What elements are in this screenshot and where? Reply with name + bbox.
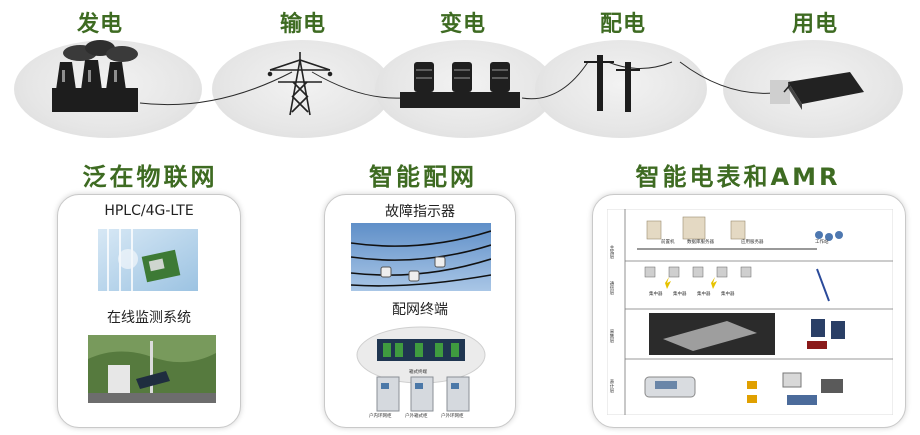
grid-card: 故障指示器 配网终端: [324, 194, 516, 428]
amr-server-label-3: 应用服务器: [741, 240, 764, 245]
grid-section-title: 智能配网: [369, 163, 477, 191]
distribution-terminal-caption: 配网终端: [392, 302, 448, 318]
amr-server-label-2: 数据库服务器: [687, 240, 714, 245]
transmission-tower-icon: [267, 52, 333, 116]
amr-collector-label-2: 集中器: [673, 292, 687, 297]
power-plant-icon: [52, 40, 138, 112]
amr-card: 主站层 通信层 采集层 表计层 前置机 数据库服务器 应用服务器 工作站 集中器…: [592, 194, 906, 428]
distribution-pole-icon: [584, 55, 640, 112]
terminal-label: 箱式终端: [409, 370, 427, 375]
amr-collector-label-4: 集中器: [721, 292, 735, 297]
amr-row-label-4: 表计层: [609, 379, 614, 393]
chain-illustration: [52, 40, 864, 116]
amr-server-label-1: 前置机: [661, 240, 675, 245]
consumer-building-icon: [770, 72, 864, 110]
distribution-ellipse: [535, 40, 707, 138]
amr-row-label-2: 通信层: [609, 281, 614, 295]
amr-collector-label-3: 集中器: [697, 292, 711, 297]
iot-comm-caption: HPLC/4G-LTE: [104, 203, 194, 219]
distribution-terminal-image: [356, 326, 486, 412]
substation-icon: [400, 62, 520, 108]
fault-indicator-caption: 故障指示器: [385, 204, 455, 220]
cabinet-label-3: 户外环网柜: [441, 414, 464, 419]
cabinet-label-2: 户外箱式柜: [405, 414, 428, 419]
transmission-ellipse: [212, 40, 392, 138]
monitoring-site-photo: [88, 335, 216, 403]
cabinet-label-1: 户内环网柜: [369, 414, 392, 419]
amr-server-label-4: 工作站: [815, 240, 829, 245]
amr-row-label-3: 采集层: [609, 329, 614, 343]
iot-card: HPLC/4G-LTE 在线监测系统: [57, 194, 241, 428]
fault-indicator-photo: [351, 223, 491, 291]
hplc-module-image: [98, 229, 198, 291]
stage-substation: 变电: [439, 12, 486, 37]
iot-section-title: 泛在物联网: [82, 163, 218, 191]
amr-architecture-diagram: [607, 209, 893, 415]
amr-collector-label-1: 集中器: [649, 292, 663, 297]
stage-distribution: 配电: [599, 12, 646, 37]
stage-consumption: 用电: [791, 12, 838, 37]
amr-section-title: 智能电表和AMR: [635, 163, 841, 191]
amr-row-label-1: 主站层: [609, 245, 614, 259]
iot-monitor-caption: 在线监测系统: [107, 310, 191, 326]
stage-generation: 发电: [76, 12, 123, 37]
stage-transmission: 输电: [279, 12, 326, 37]
